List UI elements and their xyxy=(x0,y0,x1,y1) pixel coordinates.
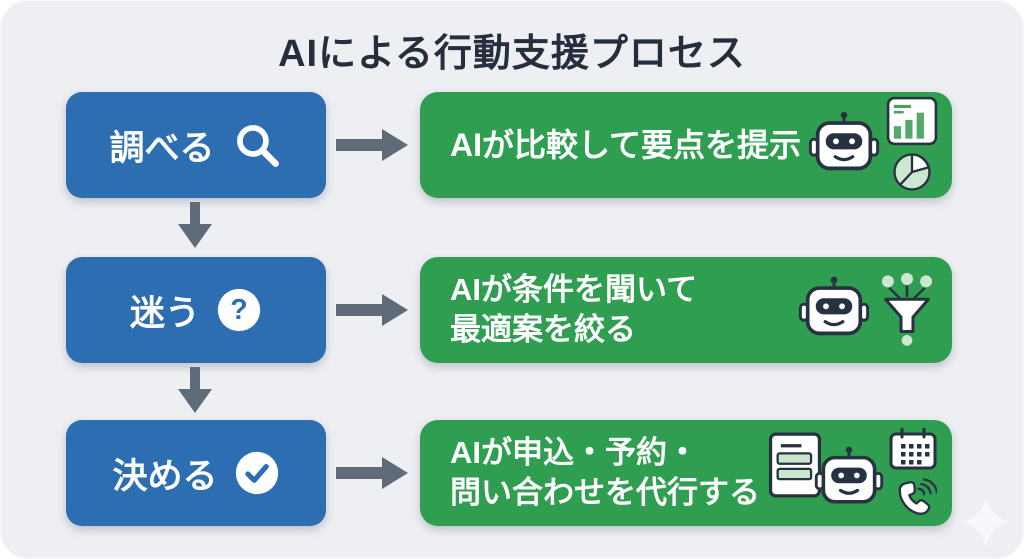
arrow-right-icon xyxy=(336,457,408,489)
step-box-decide: 決める xyxy=(66,420,326,526)
result-icons xyxy=(806,96,938,195)
question-glyph: ? xyxy=(230,294,247,326)
result-text: AIが条件を聞いて 最適案を絞る xyxy=(450,270,796,350)
arrow-down-icon xyxy=(178,202,212,248)
bar-chart-icon xyxy=(886,96,938,145)
result-icons xyxy=(768,427,938,520)
result-icons xyxy=(796,266,938,354)
question-icon: ? xyxy=(217,288,261,332)
funnel-icon xyxy=(881,273,933,346)
arrow-right-icon xyxy=(336,129,408,161)
contact-icon-column xyxy=(888,427,938,520)
result-text: AIが申込・予約・ 問い合わせを代行する xyxy=(450,433,768,513)
check-icon xyxy=(235,451,278,495)
result-line-1: AIが申込・予約・ xyxy=(450,435,698,470)
sparkle-icon xyxy=(963,496,1009,548)
chart-icon-column xyxy=(886,96,938,195)
step-label: 決める xyxy=(112,456,218,496)
arrow-down-icon xyxy=(178,367,212,413)
result-text: AIが比較して要点を提示 xyxy=(450,125,806,165)
result-line-2: 最適案を絞る xyxy=(450,312,636,347)
document-icon xyxy=(768,432,822,498)
result-line-2: 問い合わせを代行する xyxy=(450,475,760,510)
arrow-right-icon xyxy=(336,294,408,326)
page-title: AIによる行動支援プロセス xyxy=(278,33,746,75)
pie-chart-icon xyxy=(893,152,931,191)
calendar-icon xyxy=(889,427,937,469)
step-box-research: 調べる xyxy=(66,92,326,198)
result-line-1: AIが条件を聞いて xyxy=(450,272,698,307)
phone-icon xyxy=(898,477,937,515)
step-label: 調べる xyxy=(109,128,215,168)
result-box-narrow: AIが条件を聞いて 最適案を絞る xyxy=(420,257,952,363)
result-line-1: AIが比較して要点を提示 xyxy=(450,127,802,163)
magnifier-icon xyxy=(236,125,279,167)
result-box-delegate: AIが申込・予約・ 問い合わせを代行する xyxy=(420,420,952,526)
result-box-compare: AIが比較して要点を提示 xyxy=(420,92,952,198)
robot-icon xyxy=(808,111,880,171)
step-label: 迷う xyxy=(129,293,200,333)
step-box-hesitate: 迷う ? xyxy=(66,257,326,363)
robot-icon xyxy=(814,446,884,504)
robot-icon xyxy=(798,276,870,336)
